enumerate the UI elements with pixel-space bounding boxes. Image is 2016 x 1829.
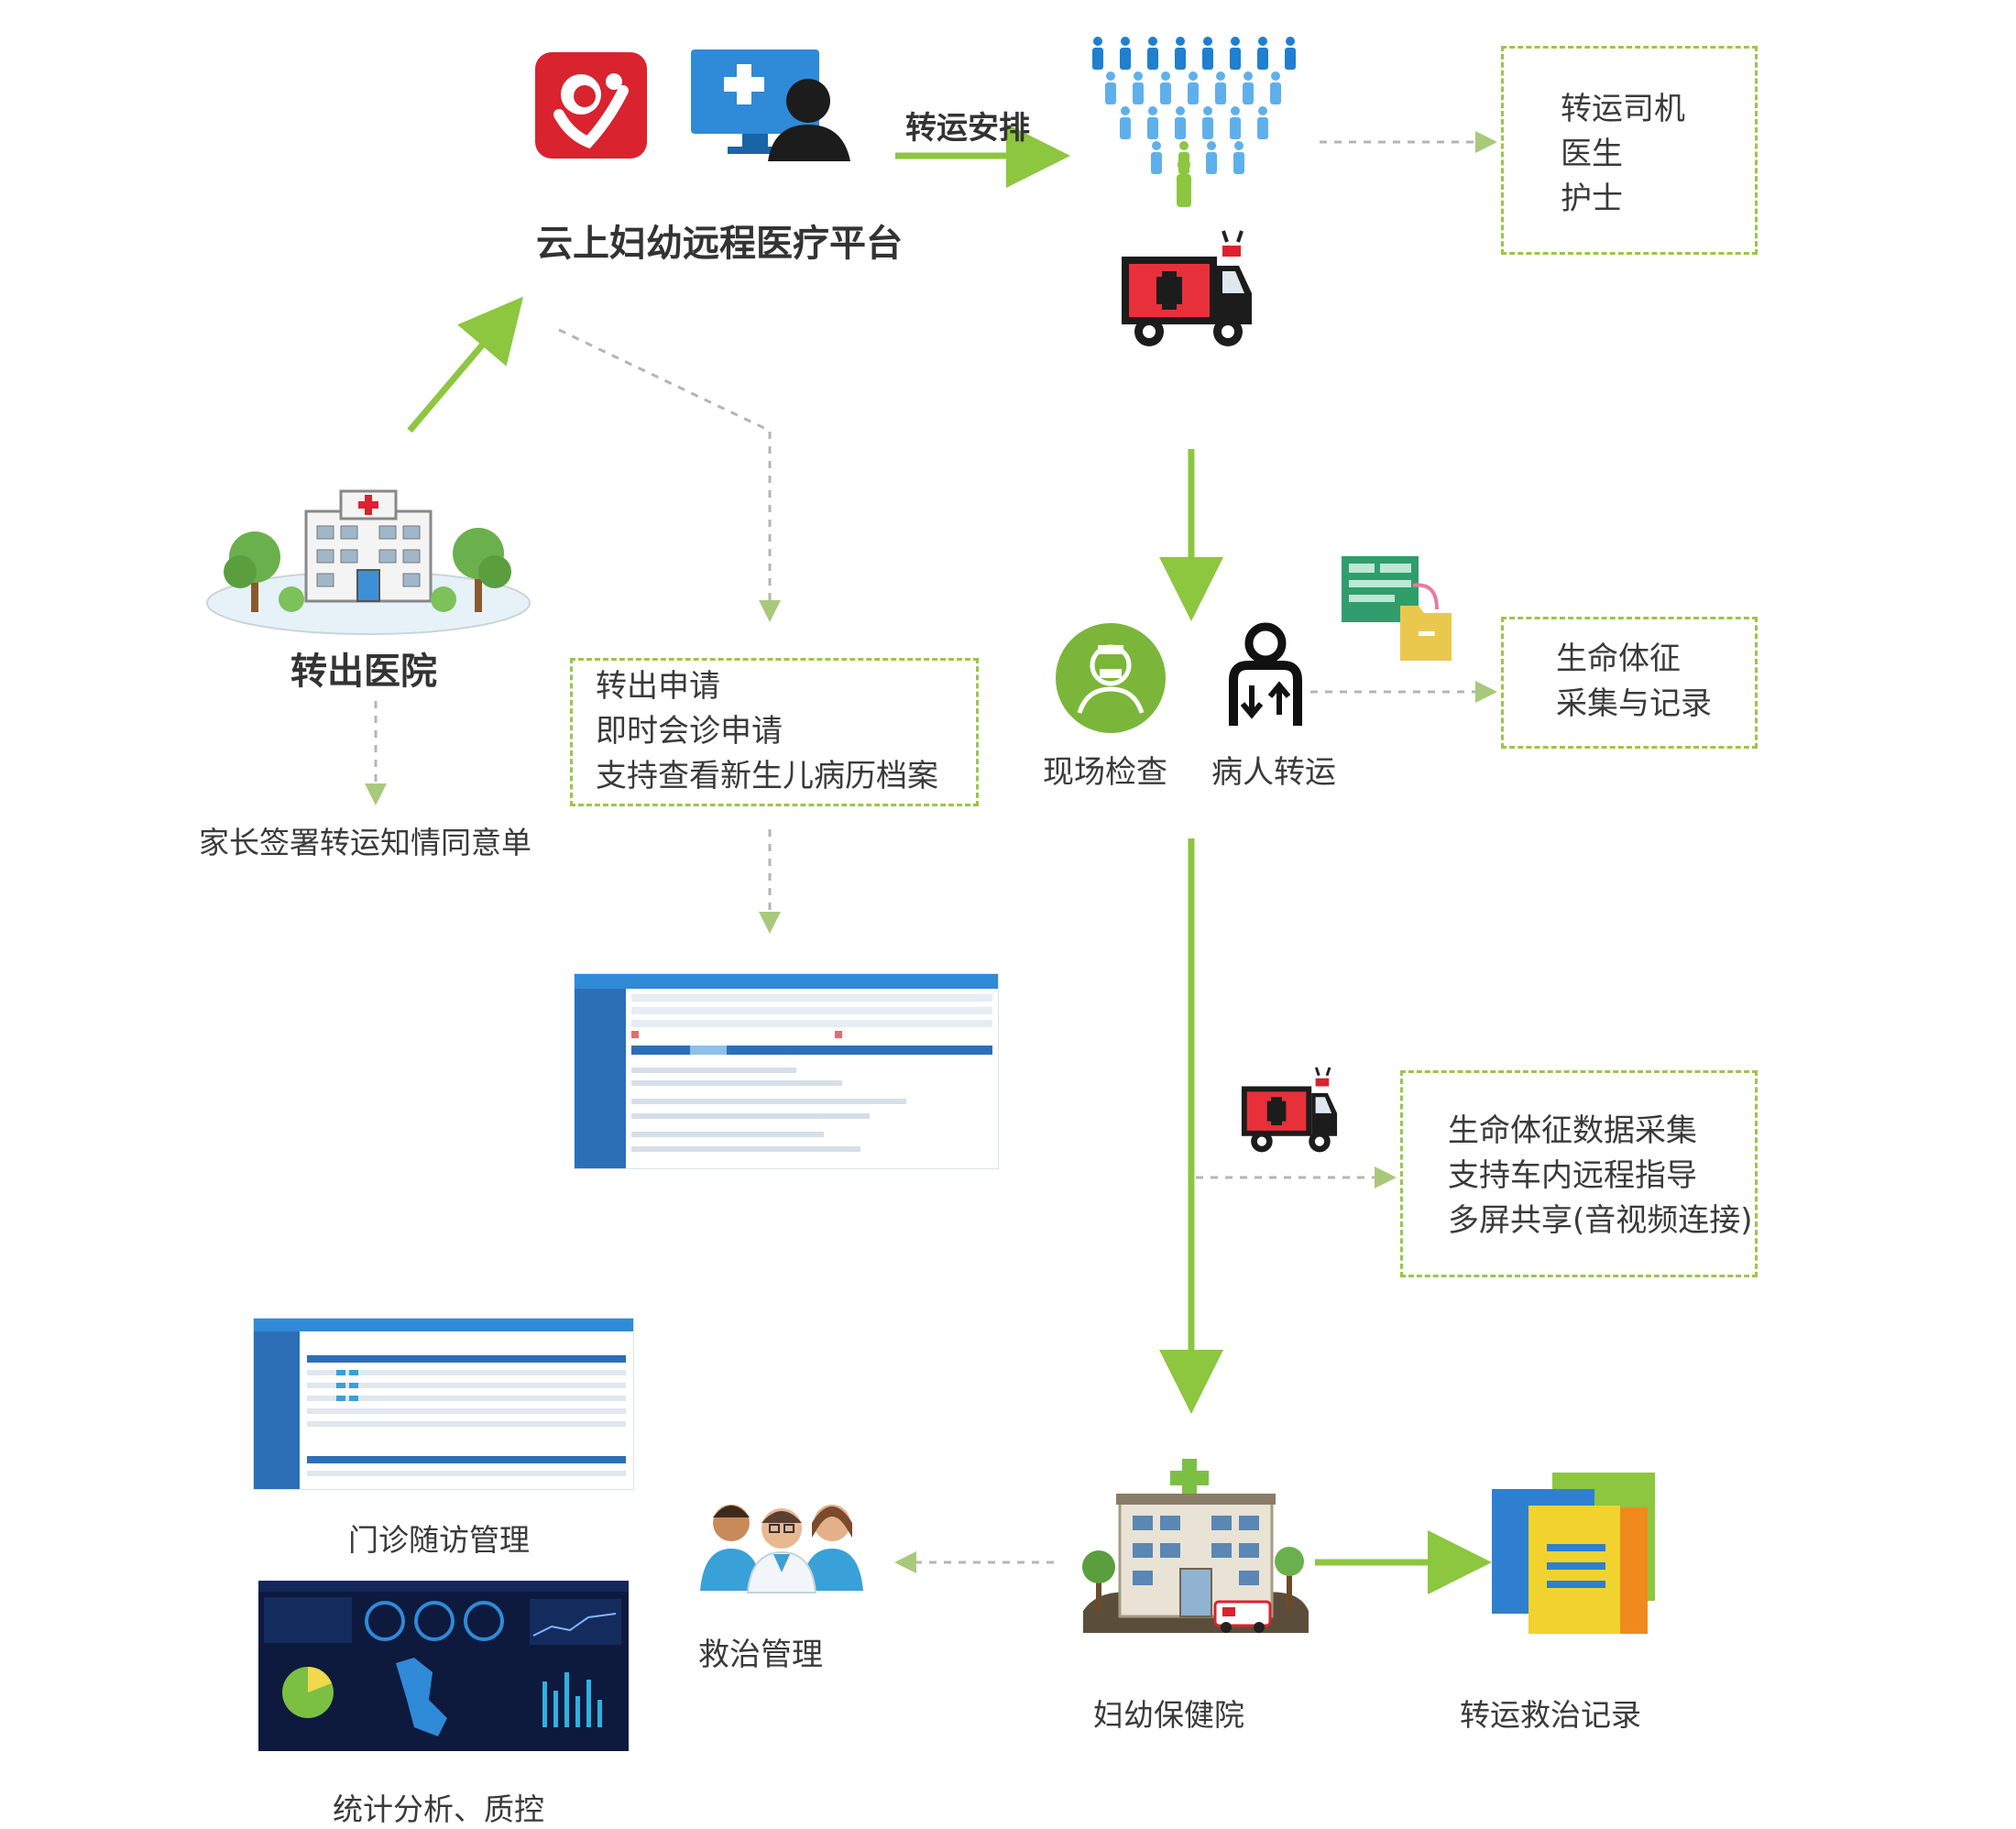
staff-box-line: 转运司机: [1561, 91, 1685, 127]
treatment-label: 救治管理: [698, 1637, 823, 1673]
apply-box-line: 转出申请: [596, 668, 720, 705]
apply-box-line: 支持查看新生儿病历档案: [596, 758, 938, 794]
person-figure: [1215, 71, 1226, 104]
person-figure: [1188, 71, 1199, 104]
person-figure: [1160, 71, 1171, 104]
platform-logo-icon: [533, 50, 649, 160]
ambulance-box: [1400, 1070, 1758, 1277]
person-figure: [1105, 71, 1116, 104]
ambulance-icon-2: [1239, 1066, 1340, 1157]
ambulance-box-line: 生命体征数据采集: [1448, 1112, 1697, 1149]
person-figure: [1257, 106, 1268, 139]
person-figure: [1175, 37, 1186, 70]
outgoing-hospital-icon: [203, 484, 533, 640]
person-figure: [1206, 141, 1217, 174]
medical-team-icon: [698, 1492, 865, 1594]
person-figure: [1230, 106, 1241, 139]
doctor-check-icon: [1054, 621, 1167, 735]
stats-dashboard-screenshot: [258, 1581, 629, 1751]
ambulance-box-line: 支持车内远程指导: [1448, 1157, 1697, 1194]
ambulance-icon: [1118, 229, 1255, 353]
person-figure: [1151, 141, 1162, 174]
patient-transfer-icon: [1228, 622, 1303, 731]
person-figure: [1147, 37, 1158, 70]
dash-platform-to-apply: [558, 328, 781, 622]
outgoing-hospital-label: 转出医院: [290, 651, 437, 693]
person-figure: [1120, 37, 1131, 70]
person-figure: [1257, 37, 1268, 70]
mch-hospital-icon: [1079, 1455, 1312, 1635]
stats-label: 统计分析、质控: [333, 1791, 544, 1827]
vitals-box-line: 采集与记录: [1556, 685, 1712, 722]
apply-box: [570, 658, 979, 806]
leader-figure: [1177, 159, 1191, 207]
followup-label: 门诊随访管理: [348, 1522, 530, 1558]
vitals-monitor-icon: [1340, 554, 1453, 663]
person-figure: [1120, 106, 1131, 139]
consent-label: 家长签署转运知情同意单: [199, 825, 531, 860]
remote-doctor-icon: [689, 48, 854, 163]
records-document-icon: [1490, 1471, 1657, 1636]
staff-box-line: 医生: [1561, 136, 1623, 172]
ambulance-box-line: 多屏共享(音视频连接): [1448, 1202, 1753, 1239]
staff-crowd-icon: [1083, 27, 1312, 211]
person-figure: [1202, 106, 1213, 139]
person-figure: [1202, 37, 1213, 70]
records-label: 转运救治记录: [1460, 1697, 1641, 1733]
patient-transfer-label: 病人转运: [1211, 754, 1336, 791]
person-figure: [1243, 71, 1254, 104]
arrange-label: 转运安排: [905, 110, 1030, 147]
person-figure: [1285, 37, 1296, 70]
vitals-box-lines: 生命体征 采集与记录: [1556, 637, 1712, 727]
platform-title: 云上妇幼远程医疗平台: [536, 223, 903, 265]
apply-box-line: 即时会诊申请: [596, 713, 783, 750]
onsite-check-label: 现场检查: [1043, 754, 1167, 791]
arrow-hospital-to-platform: [407, 296, 524, 433]
staff-box-lines: 转运司机 医生 护士: [1561, 87, 1685, 222]
apply-box-lines: 转出申请 即时会诊申请 支持查看新生儿病历档案: [596, 664, 938, 799]
person-figure: [1175, 106, 1186, 139]
person-figure: [1147, 106, 1158, 139]
person-figure: [1233, 141, 1244, 174]
person-figure: [1270, 71, 1281, 104]
vitals-box: [1501, 617, 1758, 749]
staff-box: [1501, 46, 1758, 255]
person-figure: [1230, 37, 1241, 70]
vitals-box-line: 生命体征: [1556, 641, 1681, 677]
referral-system-screenshot: [574, 973, 999, 1169]
mch-hospital-label: 妇幼保健院: [1093, 1697, 1244, 1733]
person-figure: [1133, 71, 1144, 104]
followup-system-screenshot: [253, 1318, 634, 1490]
staff-box-line: 护士: [1561, 181, 1623, 217]
ambulance-box-lines: 生命体征数据采集 支持车内远程指导 多屏共享(音视频连接): [1448, 1109, 1753, 1243]
person-figure: [1092, 37, 1103, 70]
